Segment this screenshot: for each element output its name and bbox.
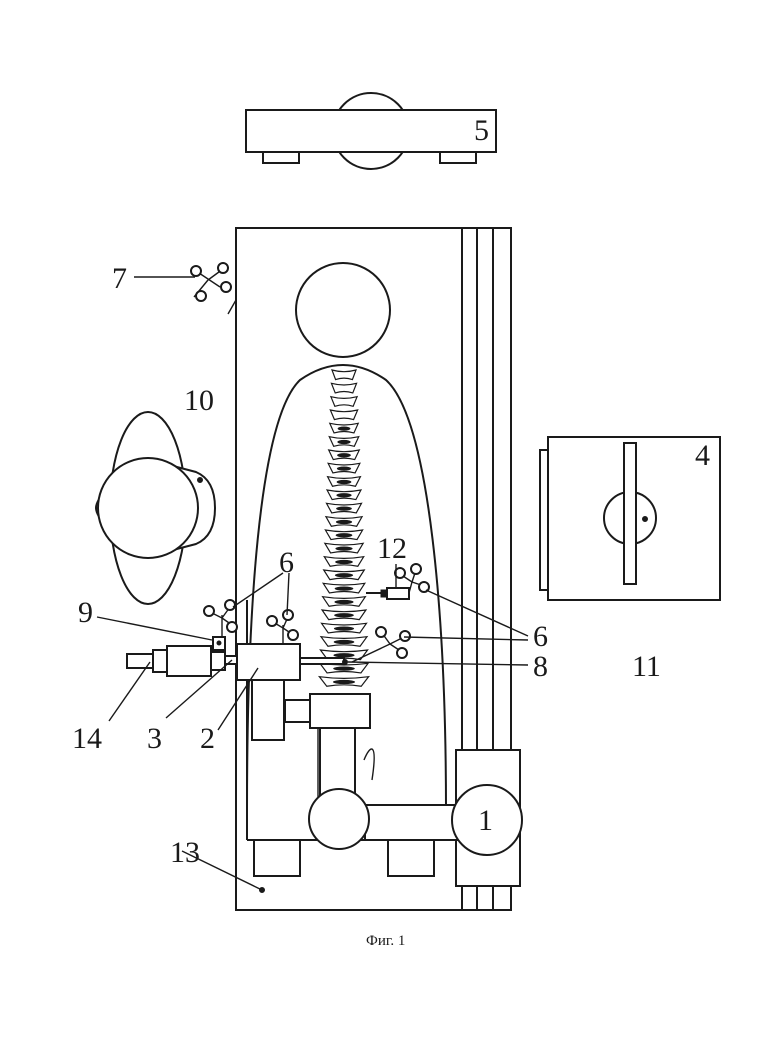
label-3: 3	[147, 722, 162, 755]
vertebra-shading	[336, 507, 352, 511]
vertebra-shading	[337, 467, 351, 471]
label-9: 9	[78, 596, 93, 629]
marker-7	[191, 263, 231, 301]
vertebra-shading	[334, 600, 353, 604]
vertebra-shading	[338, 427, 351, 431]
component-12	[366, 588, 409, 599]
marker-6-a	[204, 600, 237, 636]
label-11: 11	[632, 650, 661, 683]
figure-caption: Фиг. 1	[366, 933, 405, 949]
label-5: 5	[474, 114, 489, 147]
vertebra	[331, 397, 357, 407]
component-5	[246, 93, 496, 169]
component-10	[96, 412, 215, 604]
vertebra	[332, 370, 356, 380]
label-7: 7	[112, 262, 127, 295]
label-2: 2	[200, 722, 215, 755]
vertebra-shading	[333, 667, 355, 671]
vertebra-shading	[333, 653, 354, 657]
vertebra-shading	[334, 640, 355, 644]
vertebra-shading	[335, 587, 354, 591]
vertebra	[331, 383, 356, 393]
vertebra-shading	[336, 520, 352, 524]
vertebra-shading	[334, 613, 354, 617]
vertebra-shading	[336, 493, 351, 497]
vertebra-shading	[335, 547, 352, 551]
vertebra-shading	[335, 560, 353, 564]
arm-assembly	[237, 644, 370, 849]
label-6-left: 6	[279, 546, 294, 579]
label-14: 14	[72, 722, 102, 755]
label-8: 8	[533, 650, 548, 683]
vertebra-shading	[333, 680, 355, 684]
vertebra-shading	[335, 573, 353, 577]
marker-6-b	[267, 610, 298, 643]
vertebra-shading	[337, 480, 352, 484]
vertebra-shading	[337, 453, 351, 457]
vertebra-shading	[336, 533, 353, 537]
label-4: 4	[695, 439, 710, 472]
component-9	[213, 637, 225, 650]
vertebra-shading	[337, 440, 350, 444]
component-4	[540, 437, 720, 600]
label-13: 13	[170, 836, 200, 869]
label-12: 12	[377, 532, 407, 565]
label-1: 1	[478, 804, 493, 837]
label-10: 10	[184, 384, 214, 417]
vertebra	[330, 410, 357, 420]
vertebra-shading	[334, 627, 354, 631]
spine	[319, 370, 368, 686]
label-6-right: 6	[533, 620, 548, 653]
